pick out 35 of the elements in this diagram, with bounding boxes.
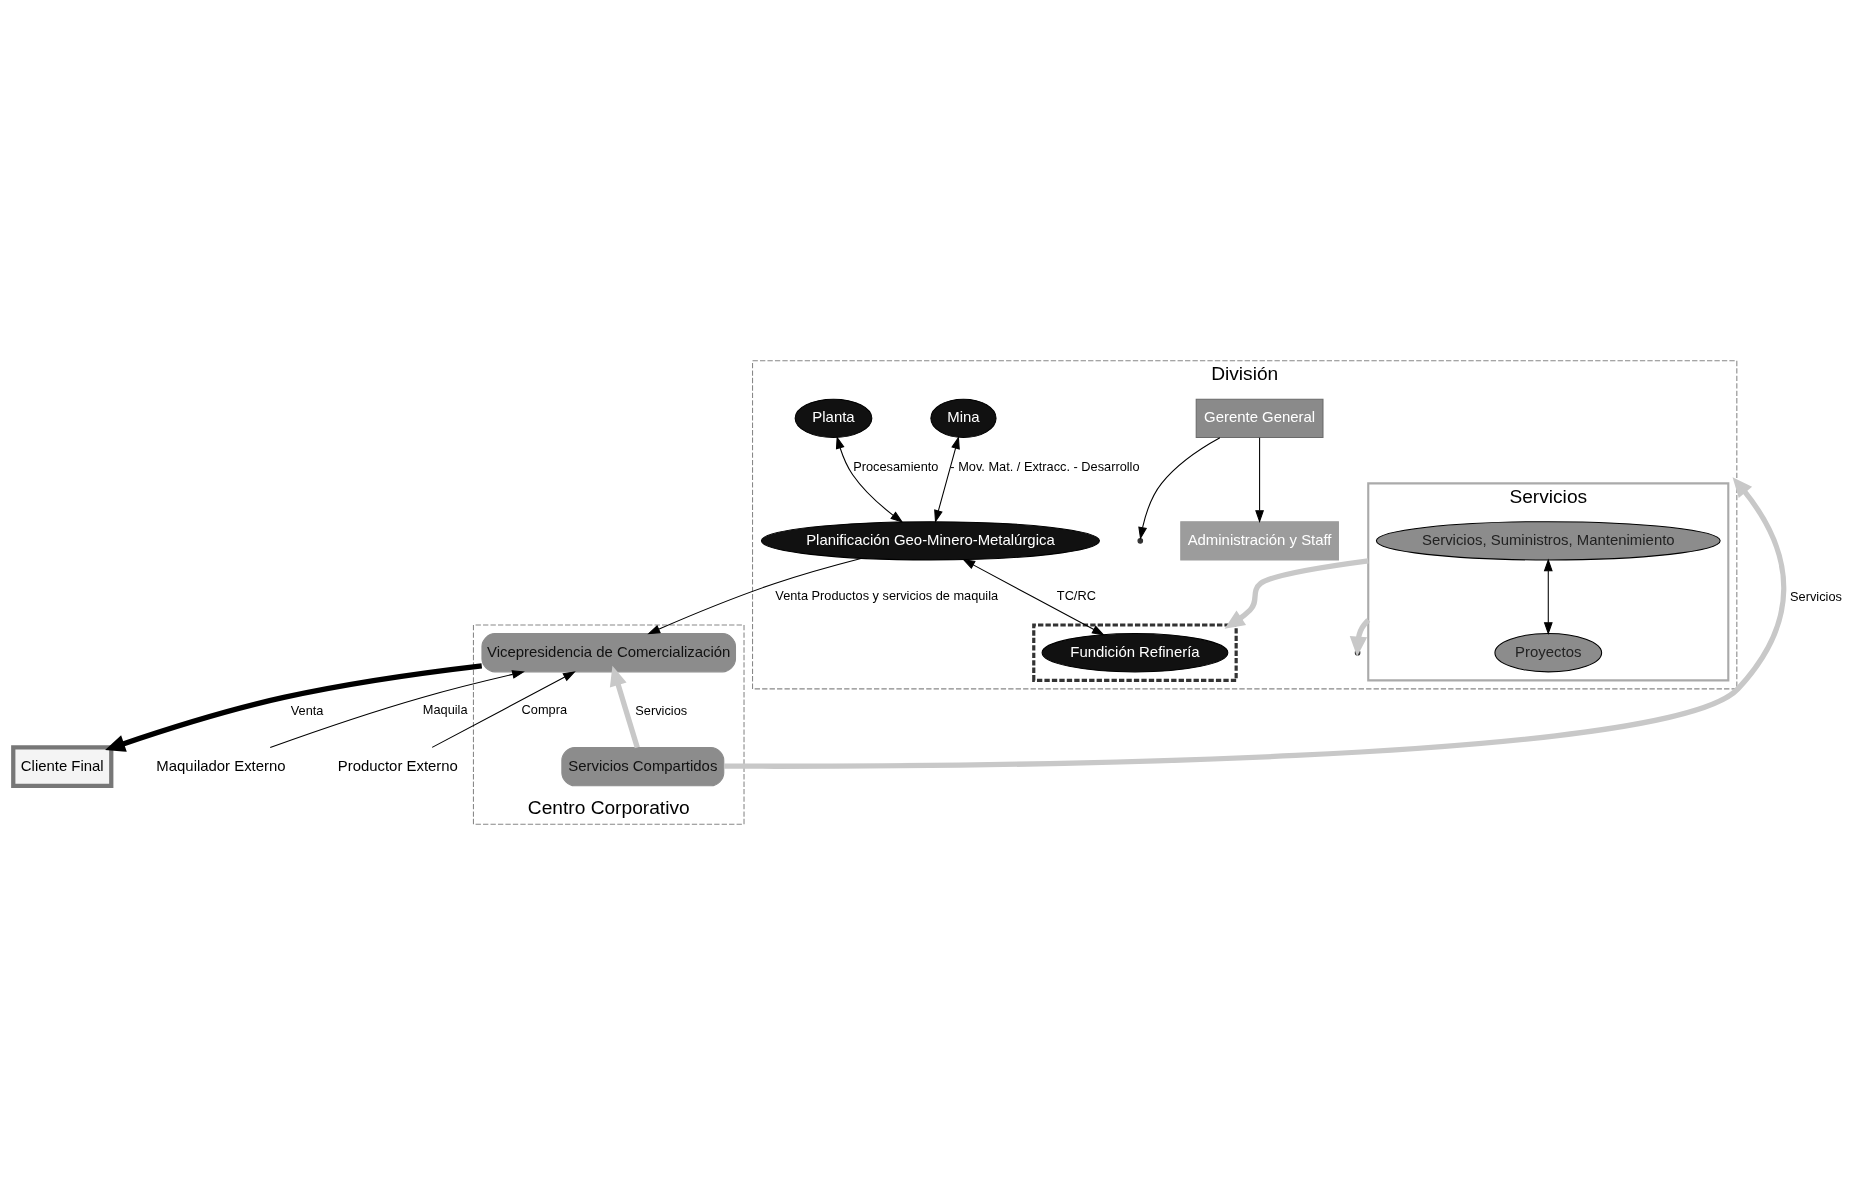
node-box: Gerente General <box>1195 398 1323 438</box>
arrow <box>961 558 1105 635</box>
node-box: Administración y Staff <box>1179 520 1339 561</box>
edge-label: Venta <box>290 702 323 718</box>
node-ellipse: Planificación Geo-Minero-Metalúrgica <box>760 520 1100 561</box>
edge-label: Servicios <box>1789 588 1842 604</box>
edge-label: TC/RC <box>1056 587 1096 603</box>
node-ellipse: Mina <box>929 398 997 438</box>
arrow <box>1137 436 1220 540</box>
node-ellipse: Planta <box>794 398 872 438</box>
arrow <box>269 669 525 748</box>
arrow <box>104 662 482 752</box>
node-text: Productor Externo <box>337 757 458 774</box>
arrow <box>723 476 1786 769</box>
node-box: Cliente Final <box>10 744 113 788</box>
arrow <box>1543 557 1553 635</box>
node-ellipse: Servicios, Suministros, Mantenimiento <box>1375 520 1721 561</box>
node-box: Servicios Compartidos <box>560 746 724 786</box>
edge-label: - Mov. Mat. / Extracc. - Desarrollo <box>949 458 1140 474</box>
arrow <box>609 665 640 748</box>
arrow <box>646 557 861 634</box>
edge-label: Maquila <box>422 701 468 717</box>
edge-label: Venta Productos y servicios de maquila <box>774 587 998 603</box>
edge-label: Compra <box>521 701 567 717</box>
node-ellipse: Fundición Refinería <box>1041 632 1228 672</box>
arrow <box>933 435 960 523</box>
node-text: Maquilador Externo <box>155 757 286 774</box>
node-box: Vicepresidencia de Comercialización <box>480 632 736 672</box>
edge-label: Servicios <box>634 702 687 718</box>
arrow <box>835 435 903 523</box>
arrow <box>431 670 576 748</box>
node-ellipse: Proyectos <box>1493 632 1602 672</box>
edge-label: Procesamiento <box>852 458 938 474</box>
arrow <box>1254 436 1264 523</box>
arrow <box>1224 557 1369 629</box>
